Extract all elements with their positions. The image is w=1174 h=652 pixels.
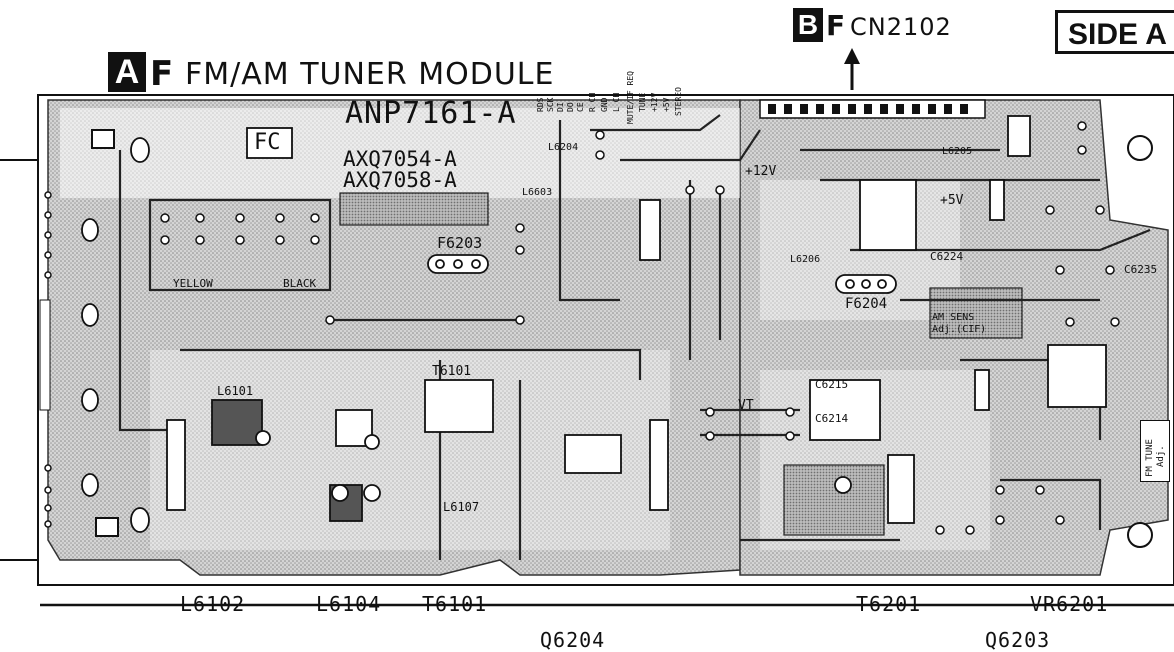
silk-fm-tune: FM TUNE Adj. — [1140, 420, 1170, 482]
pin-label: L CH — [612, 92, 621, 112]
fc-mark: FC — [254, 130, 281, 155]
pin-label: R CH — [588, 92, 597, 112]
silk-l6101: L6101 — [217, 384, 254, 398]
board-variant-2: AXQ7058-A — [343, 168, 457, 192]
am-sens-label: AM SENS — [932, 312, 975, 323]
silk-yellow: YELLOW — [173, 277, 213, 290]
pin-label: MUTE/IF REQ — [626, 71, 635, 124]
connector-pin-labels: RDS SCK DI DO CE R CH GND L CH MUTE/IF R… — [536, 71, 756, 124]
callout-vr6201: VR6201 — [1030, 592, 1109, 616]
silk-c6224: C6224 — [930, 250, 964, 263]
callout-q6203: Q6203 — [985, 628, 1051, 652]
pin-label: GND — [600, 97, 609, 112]
fm-tune-label: FM TUNE — [1145, 439, 1155, 477]
components — [166, 115, 1107, 524]
silk-c6214: C6214 — [815, 412, 849, 425]
pin-label: +12V — [650, 92, 659, 112]
module-title: FM/AM TUNER MODULE — [185, 57, 555, 92]
connector-arrow — [844, 48, 860, 90]
pin-label: STEREO — [674, 87, 683, 116]
silk-c6235: C6235 — [1124, 263, 1158, 276]
side-label: SIDE A — [1055, 10, 1174, 54]
pin-label: SCK — [546, 97, 555, 112]
board-variant-1: AXQ7054-A — [343, 147, 457, 171]
callout-l6104: L6104 — [316, 592, 382, 616]
connector-sub-letter: F — [826, 9, 847, 42]
connector-letter-badge: B — [793, 8, 823, 42]
silk-t6101: T6101 — [432, 364, 472, 379]
fm-tune-adj-label: Adj. — [1156, 445, 1166, 467]
silk-l6204: L6204 — [548, 142, 579, 153]
pin-label: RDS — [536, 97, 545, 112]
silk-l6205: L6205 — [942, 146, 973, 157]
silk-am-sens: AM SENS Adj.(CIF) — [932, 312, 986, 336]
board-part-number: ANP7161-A — [345, 96, 517, 131]
pin-label: +5V — [662, 97, 671, 112]
callout-t6101: T6101 — [422, 592, 488, 616]
pin-label: DI — [556, 102, 565, 112]
module-sub-letter: F — [150, 54, 175, 94]
pin-label: TUNE — [638, 92, 647, 112]
silk-c6215: C6215 — [815, 378, 849, 391]
pin-label: CE — [576, 102, 585, 112]
silk-l6206: L6206 — [790, 254, 821, 265]
callout-q6204: Q6204 — [540, 628, 606, 652]
silk-f6203: F6203 — [437, 234, 483, 252]
silk-vt: VT — [738, 398, 754, 413]
callout-t6201: T6201 — [856, 592, 922, 616]
am-sens-adj-label: Adj.(CIF) — [932, 324, 987, 335]
silk-l6603: L6603 — [522, 187, 553, 198]
silk-l6107: L6107 — [443, 500, 480, 514]
edge-pads — [44, 191, 52, 528]
silk-f6204: F6204 — [845, 296, 888, 312]
silk-black: BLACK — [283, 277, 317, 290]
module-letter-badge: A — [108, 52, 146, 92]
connector-name: CN2102 — [850, 13, 952, 41]
silk-plus12v: +12V — [745, 164, 777, 179]
callout-l6102: L6102 — [180, 592, 246, 616]
pin-label: DO — [566, 102, 575, 112]
silk-plus5v: +5V — [940, 193, 964, 208]
